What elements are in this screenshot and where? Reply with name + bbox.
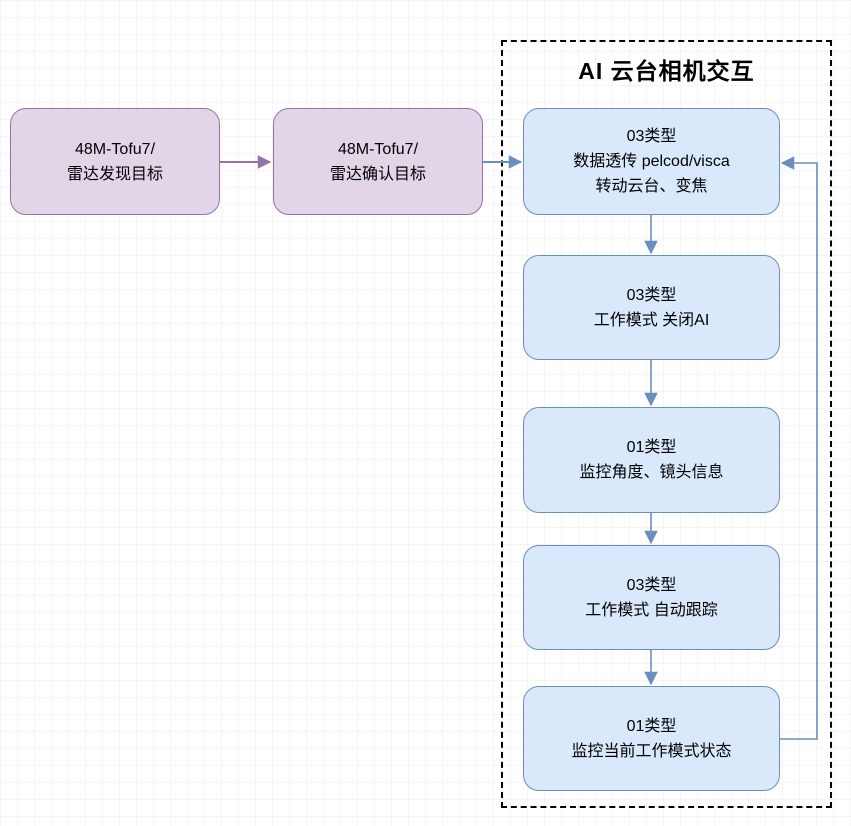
- flow-node-auto-track[interactable]: 03类型 工作模式 自动跟踪: [523, 545, 780, 650]
- flow-node-monitor-mode[interactable]: 01类型 监控当前工作模式状态: [523, 686, 780, 791]
- node-text-line: 48M-Tofu7/: [74, 140, 156, 158]
- node-text-line: 03类型: [626, 286, 677, 304]
- node-text-line: 工作模式 自动跟踪: [585, 601, 718, 619]
- ai-ptz-camera-group: [501, 40, 832, 808]
- flow-node-radar-confirm[interactable]: 48M-Tofu7/ 雷达确认目标: [273, 108, 483, 215]
- node-text-line: 数据透传 pelcod/visca: [573, 153, 730, 170]
- node-text-line: 监控角度、镜头信息: [579, 464, 724, 481]
- node-text-line: 工作模式 关闭AI: [593, 311, 710, 329]
- node-text-line: 01类型: [626, 717, 677, 735]
- node-text-line: 01类型: [626, 439, 677, 456]
- node-text-line: 03类型: [626, 128, 677, 145]
- node-text-line: 雷达确认目标: [329, 165, 426, 183]
- node-text-line: 监控当前工作模式状态: [571, 742, 732, 760]
- flow-node-monitor-angle[interactable]: 01类型 监控角度、镜头信息: [523, 407, 780, 513]
- flow-node-data-passthrough[interactable]: 03类型 数据透传 pelcod/visca 转动云台、变焦: [523, 108, 780, 215]
- node-text-line: 48M-Tofu7/: [337, 140, 419, 158]
- flow-node-ai-off[interactable]: 03类型 工作模式 关闭AI: [523, 255, 780, 360]
- group-title: AI 云台相机交互: [578, 58, 755, 84]
- flow-node-radar-detect[interactable]: 48M-Tofu7/ 雷达发现目标: [10, 108, 220, 215]
- node-text-line: 雷达发现目标: [66, 165, 163, 183]
- node-text-line: 03类型: [626, 576, 677, 594]
- node-text-line: 转动云台、变焦: [595, 178, 708, 195]
